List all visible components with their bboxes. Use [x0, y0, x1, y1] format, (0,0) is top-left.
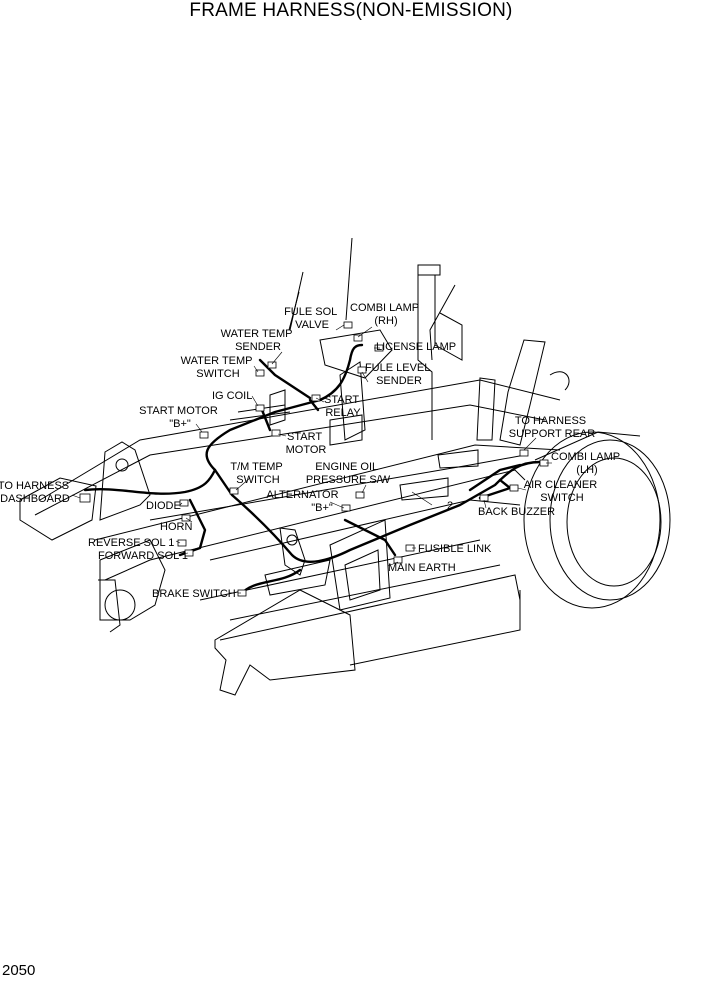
- connector-reverse-sol: [177, 539, 187, 547]
- label-alternator-b: ALTERNATOR "B+": [266, 489, 341, 514]
- label-water-temp-sender: WATER TEMP SENDER: [221, 328, 296, 353]
- label-diode: DIODE: [146, 500, 181, 512]
- label-start-relay: START RELAY: [324, 394, 362, 419]
- label-to-harness-support-rear: TO HARNESS SUPPORT REAR: [509, 415, 595, 440]
- label-forward-sol: FORWARD SOL 1: [98, 550, 188, 562]
- connector-start-motor: [271, 429, 281, 437]
- label-main-earth: MAIN EARTH: [388, 562, 456, 574]
- label-start-motor-b: START MOTOR "B+": [139, 405, 221, 430]
- label-fusible-link: FUSIBLE LINK: [418, 543, 492, 555]
- connector-engine-oil-pressure: [355, 491, 365, 499]
- label-back-buzzer: BACK BUZZER: [478, 506, 555, 518]
- connector-alternator-b: [341, 504, 351, 512]
- label-fule-sol-valve: FULE SOL VALVE: [284, 306, 340, 331]
- connector-tm-temp-switch: [229, 487, 239, 495]
- label-fule-level-sender: FULE LEVEL SENDER: [365, 362, 433, 387]
- connector-diode: [179, 499, 189, 507]
- connector-ig-coil: [255, 404, 265, 412]
- label-license-lamp: LICENSE LAMP: [376, 341, 456, 353]
- label-combi-lamp-lh: COMBI LAMP (LH): [551, 451, 623, 476]
- label-ig-coil: IG COIL: [212, 390, 252, 402]
- connector-air-cleaner-switch: [509, 484, 519, 492]
- connector-fule-sol-valve: [343, 321, 353, 329]
- connector-fule-level-sender: [357, 366, 367, 374]
- page-title: FRAME HARNESS(NON-EMISSION): [189, 0, 513, 21]
- label-callout-2: 2: [447, 500, 453, 512]
- label-water-temp-switch: WATER TEMP SWITCH: [181, 355, 256, 380]
- label-horn: HORN: [160, 521, 192, 533]
- leader-lines: [71, 324, 552, 594]
- label-air-cleaner-switch: AIR CLEANER SWITCH: [524, 479, 600, 504]
- label-combi-lamp-rh: COMBI LAMP (RH): [350, 302, 422, 327]
- page-number: 2050: [2, 962, 36, 979]
- label-brake-switch: BRAKE SWITCH: [152, 588, 236, 600]
- component-labels: FULE SOL VALVE COMBI LAMP (RH) WATER TEM…: [0, 302, 623, 600]
- connector-water-temp-sender: [267, 361, 277, 369]
- connector-start-motor-b: [199, 431, 209, 439]
- label-engine-oil-pressure: ENGINE OIL PRESSURE S/W: [306, 461, 391, 486]
- connector-forward-sol: [184, 549, 194, 557]
- label-start-motor: START MOTOR: [286, 431, 327, 456]
- connector-combi-lamp-rh: [353, 334, 363, 342]
- label-tm-temp-switch: T/M TEMP SWITCH: [230, 461, 285, 486]
- connector-main-earth: [393, 556, 403, 564]
- label-to-harness-dashboard: TO HARNESS DASHBOARD: [0, 480, 72, 505]
- label-reverse-sol: REVERSE SOL 1: [88, 537, 174, 549]
- connector-support-rear: [519, 449, 529, 457]
- connector-dashboard: [79, 493, 91, 503]
- connector-water-temp-switch: [255, 369, 265, 377]
